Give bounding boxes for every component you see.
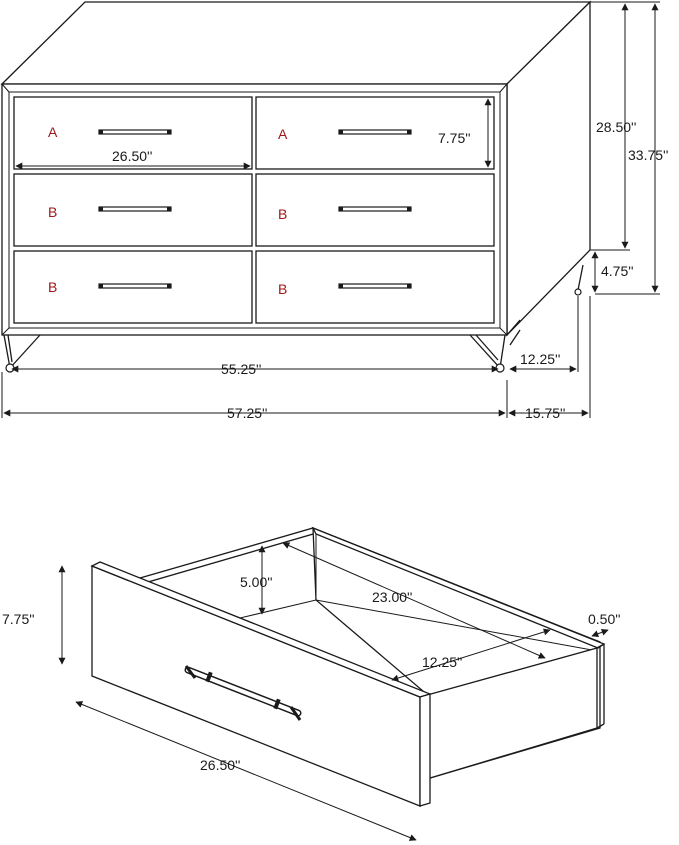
dim-leg-depth: 12.25''	[520, 351, 560, 367]
drawer-detail-view: 7.75'' 5.00'' 23.00'' 12.25'' 0.50'' 26.…	[2, 526, 621, 841]
dim-body-height: 28.50''	[596, 119, 636, 135]
drawer-label-bot-right: B	[278, 281, 287, 297]
dim-front-width: 26.50''	[200, 757, 240, 773]
drawer-label-bot-left: B	[48, 279, 57, 295]
dim-inner-width: 55.25''	[221, 361, 261, 377]
dim-drawer-height: 7.75''	[438, 130, 471, 146]
dresser-front-inner	[8, 91, 501, 329]
drawer-label-mid-left: B	[48, 204, 57, 220]
dim-total-width: 57.25''	[227, 405, 267, 421]
dresser-view: A A B B B B 26.50'' 7.75'' 28.50''	[0, 0, 668, 421]
dim-drawer-width: 26.50''	[112, 148, 152, 164]
drawer-label-mid-right: B	[278, 206, 287, 222]
drawer-label-top-left: A	[48, 124, 58, 140]
dim-inner-length: 23.00''	[372, 589, 412, 605]
dim-total-height: 33.75''	[628, 147, 668, 163]
dim-inner-width-drawer: 12.25''	[422, 654, 462, 670]
dim-leg-height: 4.75''	[601, 263, 634, 279]
drawer-label-top-right: A	[278, 126, 288, 142]
dim-inner-height: 5.00''	[240, 574, 273, 590]
drawer-back-panel	[138, 527, 322, 583]
drawer-front-side-edge	[419, 693, 431, 807]
drawer-handles	[98, 129, 412, 289]
dim-front-height: 7.75''	[2, 611, 35, 627]
dresser-top	[0, 1, 592, 85]
dim-panel-thickness: 0.50''	[588, 611, 621, 627]
dim-total-depth: 15.75''	[525, 405, 565, 421]
